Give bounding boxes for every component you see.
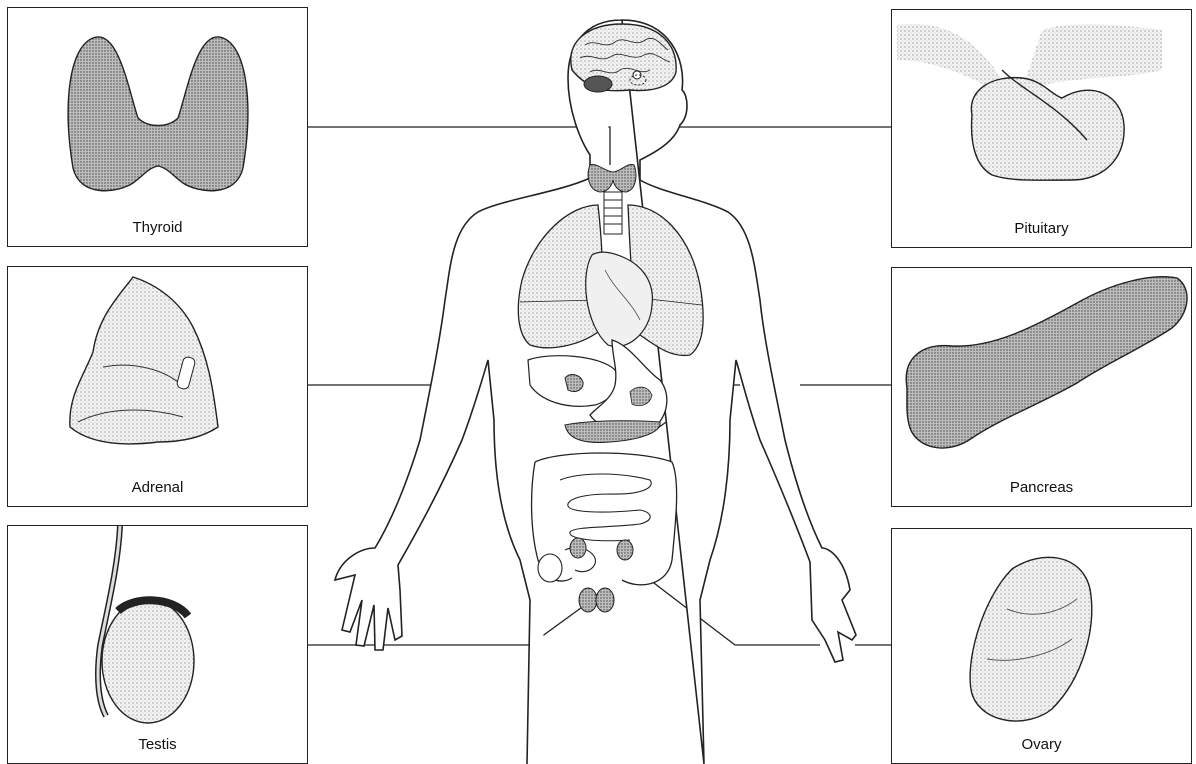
thyroid-small bbox=[588, 164, 636, 192]
ovary-label: Ovary bbox=[892, 736, 1191, 753]
testis-illustration bbox=[8, 526, 306, 726]
adrenal-label: Adrenal bbox=[8, 479, 307, 496]
thyroid-illustration bbox=[8, 8, 306, 208]
pancreas-small bbox=[565, 421, 660, 443]
testis-small-right bbox=[596, 588, 614, 612]
ovary-small-right bbox=[617, 540, 633, 560]
ovary-illustration bbox=[892, 529, 1190, 729]
ovary-small-left bbox=[570, 538, 586, 558]
pancreas-illustration bbox=[892, 268, 1190, 468]
pituitary-label: Pituitary bbox=[892, 220, 1191, 237]
testis-panel: Testis bbox=[7, 525, 308, 764]
pancreas-panel: Pancreas bbox=[891, 267, 1192, 507]
adrenal-panel: Adrenal bbox=[7, 266, 308, 507]
testis-label: Testis bbox=[8, 736, 307, 753]
testis-small-left bbox=[579, 588, 597, 612]
ovary-panel: Ovary bbox=[891, 528, 1192, 764]
pancreas-label: Pancreas bbox=[892, 479, 1191, 496]
pituitary-illustration bbox=[892, 10, 1190, 210]
adrenal-illustration bbox=[8, 267, 306, 467]
trachea bbox=[604, 192, 622, 234]
cerebellum bbox=[584, 76, 612, 92]
pituitary-panel: Pituitary bbox=[891, 9, 1192, 248]
connector-thyroid bbox=[308, 127, 610, 165]
adrenal-small bbox=[565, 375, 583, 392]
thyroid-label: Thyroid bbox=[8, 219, 307, 236]
thyroid-panel: Thyroid bbox=[7, 7, 308, 247]
